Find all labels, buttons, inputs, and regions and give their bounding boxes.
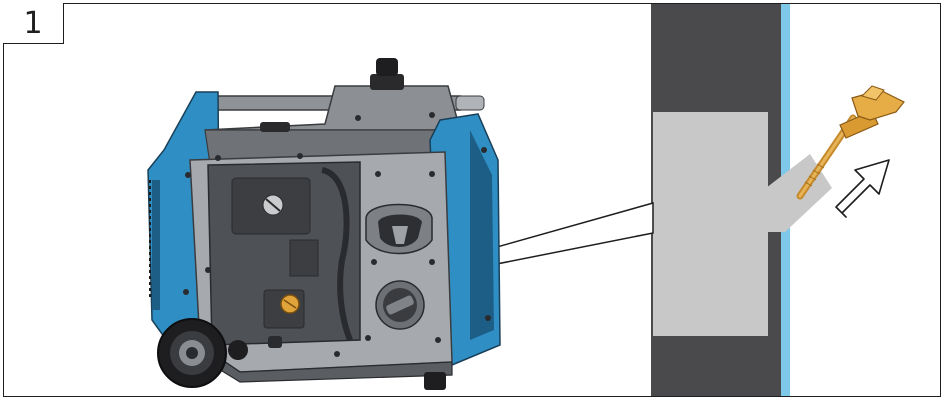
wheel: [157, 318, 248, 388]
step-number-label: 1: [3, 3, 64, 44]
fuel-cap-icon: [375, 280, 425, 330]
callout-panel: [651, 4, 832, 396]
oil-filler-plug: [280, 294, 300, 314]
zoom-window: [653, 112, 768, 336]
dipstick-plug-icon: [796, 85, 905, 200]
foot: [424, 372, 446, 390]
generator-body: [147, 58, 501, 390]
recoil-handle: [365, 203, 433, 255]
outline-arrow-up-right-icon: [835, 159, 890, 218]
fuel-knob: [370, 58, 404, 90]
